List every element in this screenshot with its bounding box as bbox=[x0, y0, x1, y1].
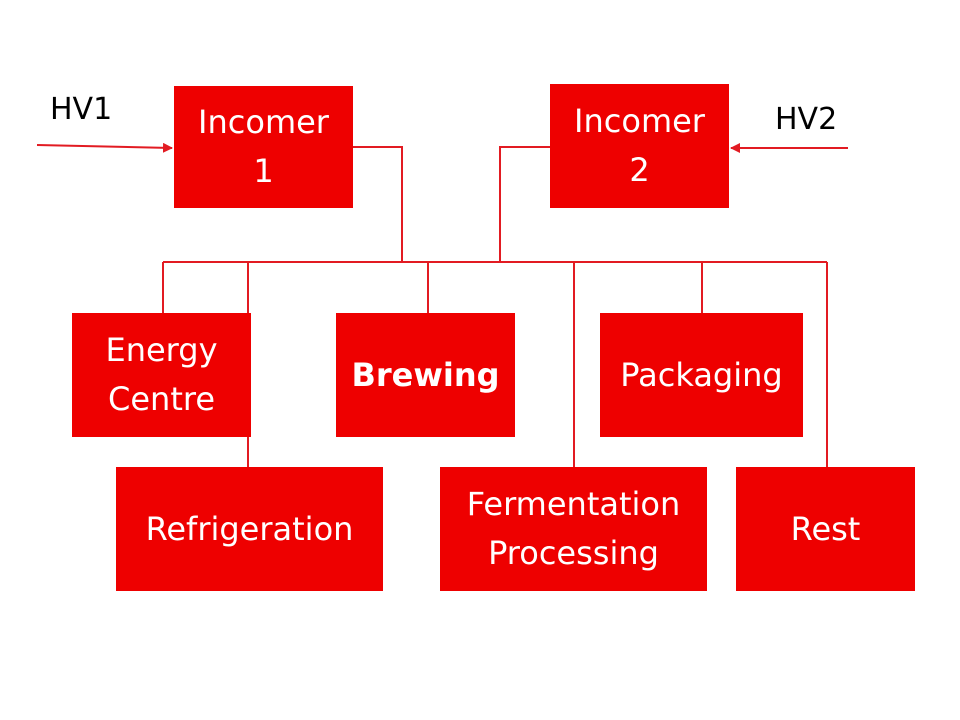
incomer-2-box: Incomer 2 bbox=[550, 84, 729, 208]
hv1-label: HV1 bbox=[50, 92, 113, 127]
rest-box: Rest bbox=[736, 467, 915, 591]
rest-label: Rest bbox=[790, 509, 861, 548]
brewing-box: Brewing bbox=[336, 313, 515, 437]
energy-centre-box: Energy Centre bbox=[72, 313, 251, 437]
refrigeration-box: Refrigeration bbox=[116, 467, 383, 591]
packaging-box: Packaging bbox=[600, 313, 803, 437]
energy-centre-line1: Energy bbox=[105, 331, 218, 369]
incomer-1-number: 1 bbox=[253, 152, 274, 190]
incomer-1-title: Incomer bbox=[198, 103, 329, 141]
fermentation-line1: Fermentation bbox=[466, 485, 681, 523]
incomer-2-number: 2 bbox=[629, 151, 650, 189]
brewing-label: Brewing bbox=[351, 355, 500, 394]
refrigeration-label: Refrigeration bbox=[145, 509, 354, 548]
incomer2-connector bbox=[499, 146, 550, 262]
incomer1-connector bbox=[352, 146, 403, 262]
hv2-label: HV2 bbox=[775, 102, 838, 137]
hv1-feed-arrow bbox=[36, 142, 173, 153]
fermentation-processing-box: Fermentation Processing bbox=[440, 467, 707, 591]
packaging-label: Packaging bbox=[620, 355, 783, 394]
incomer-1-box: Incomer 1 bbox=[174, 86, 353, 208]
fermentation-line2: Processing bbox=[488, 534, 659, 572]
incomer-2-title: Incomer bbox=[574, 102, 705, 140]
energy-centre-line2: Centre bbox=[108, 380, 215, 418]
